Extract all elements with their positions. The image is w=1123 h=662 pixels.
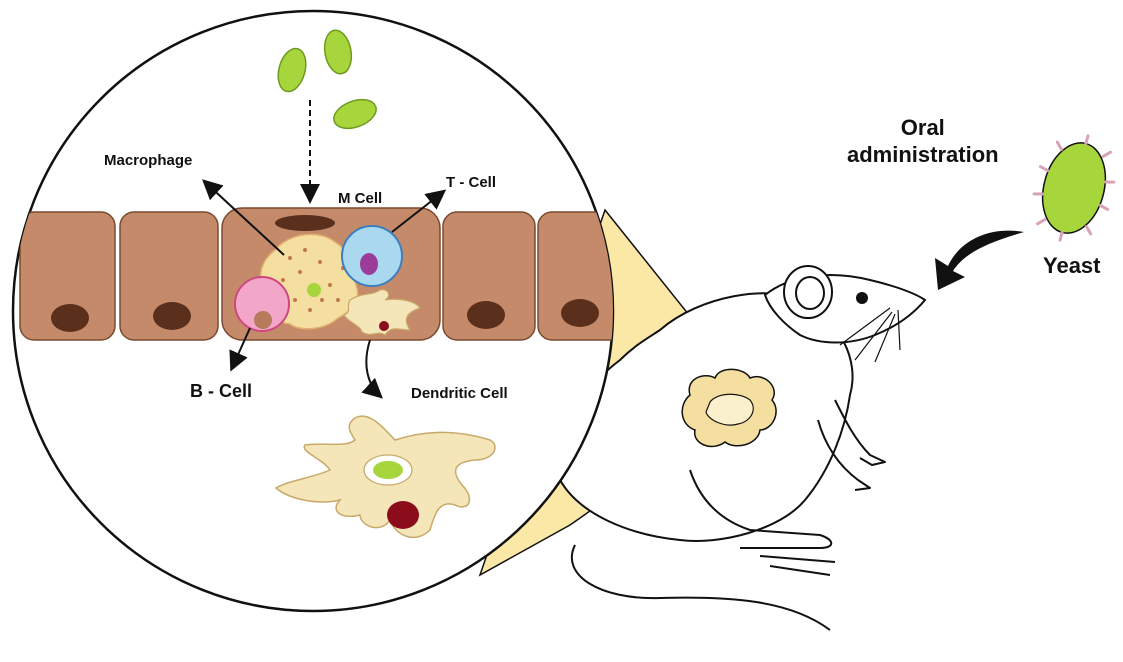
epithelial-cell	[119, 211, 219, 341]
mouse-front-leg-2	[817, 419, 871, 491]
mouse-eye	[856, 292, 868, 304]
m-cell-label: M Cell	[338, 190, 383, 207]
b-cell-nucleus	[254, 311, 272, 329]
oral-administration-label: Oral administration	[847, 114, 999, 168]
mouse-hind-foot	[759, 555, 836, 576]
b-cell-label: B - Cell	[190, 381, 253, 401]
macrophage-label: Macrophage	[104, 152, 193, 169]
epithelial-cell	[19, 211, 116, 341]
mouse-front-leg	[834, 399, 886, 466]
dendritic-cell-large	[274, 415, 496, 539]
dendritic-migration-arrow	[361, 339, 383, 399]
yeast-icon	[333, 98, 377, 130]
dendritic-cell-label: Dendritic Cell	[411, 385, 508, 402]
mouse-tail	[570, 544, 831, 631]
b-cell	[234, 276, 290, 332]
yeast-icon	[277, 47, 307, 93]
nuclei	[51, 215, 599, 332]
peyer-patch-icon	[681, 368, 777, 448]
macrophage-arrow	[202, 179, 285, 256]
t-cell-label: T - Cell	[446, 174, 497, 191]
t-cell-nucleus	[360, 253, 378, 275]
dendritic-large-nucleus	[387, 501, 419, 529]
epithelial-cell	[442, 211, 536, 341]
magnified-view	[19, 207, 613, 341]
yeast-icon	[323, 29, 353, 75]
oral-label-line1: Oral	[900, 115, 945, 140]
mouse-whiskers	[839, 307, 901, 363]
mouse-ear-inner	[795, 276, 825, 310]
dendritic-vacuole-yeast	[373, 461, 403, 479]
t-cell-arrow	[391, 189, 447, 233]
mouse-hind-leg	[689, 469, 833, 549]
yeast-group-top	[277, 29, 377, 130]
dendritic-cell-small	[343, 289, 421, 336]
yeast-icon	[1032, 134, 1116, 242]
curved-arrow-icon	[935, 230, 1024, 290]
oral-label-line2: administration	[847, 142, 999, 167]
yeast-label: Yeast	[1043, 253, 1101, 278]
dendritic-small-nucleus	[379, 321, 389, 331]
macrophage-yeast	[307, 283, 321, 297]
b-cell-arrow	[229, 327, 251, 372]
